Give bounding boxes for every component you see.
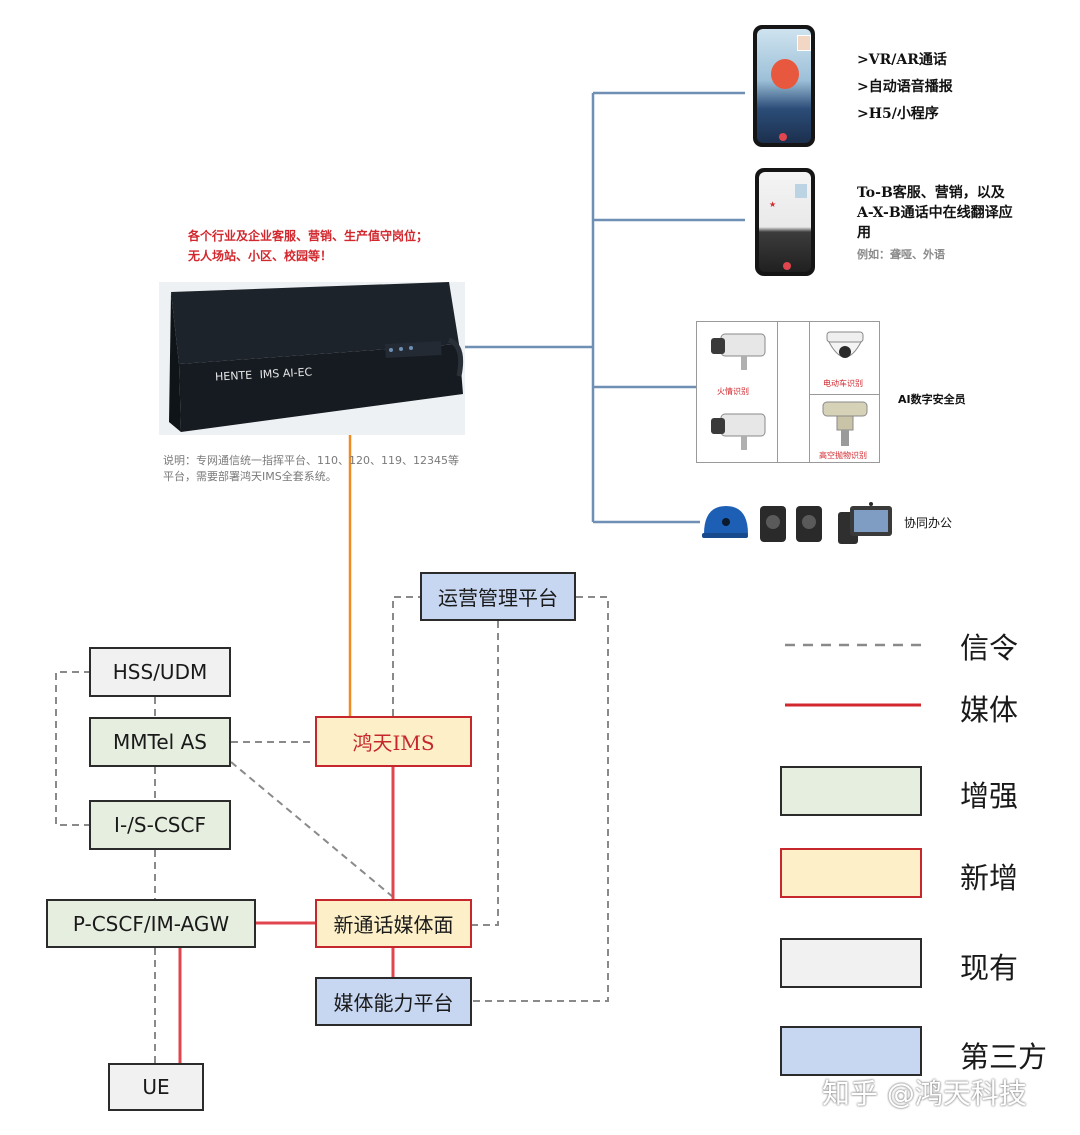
camera-label-high-altitude: 高空抛物识别 [819,451,867,460]
feature-line-3: 用 [857,225,871,241]
camera-grid: 火情识别 电动车识别 高空抛物识别 [696,321,880,463]
intro-text: 各个行业及企业客服、营销、生产值守岗位； 无人场站、小区、校园等！ [188,226,428,266]
phone2-example: 例如：聋哑、外语 [857,248,945,261]
legend-existing-swatch [780,938,922,988]
feature-voice-broadcast: >自动语音播报 [857,79,953,95]
legend-enhanced-label: 增强 [960,779,1019,813]
office-label: 协同办公 [904,516,953,530]
legend-third-party-label: 第三方 [960,1040,1048,1074]
feature-line-2: A-X-B通话中在线翻译应 [857,205,1013,221]
phone2-features: To-B客服、营销，以及 A-X-B通话中在线翻译应 用 [857,183,1013,243]
camera-label-ebike: 电动车识别 [823,379,863,388]
caller-photo-icon [795,184,807,198]
watermark: 知乎 @鸿天科技 [822,1077,1027,1110]
legend-enhanced-swatch [780,766,922,816]
server-image: HENTE IMS AI-EC [159,282,465,435]
node-mmtel-as: MMTel AS [89,717,231,767]
node-hongtian-ims: 鸿天IMS [315,716,472,767]
node-hss-udm: HSS/UDM [89,647,231,697]
ptz-camera-icon [822,401,868,446]
node-ue: UE [108,1063,204,1111]
node-new-call-media-plane: 新通话媒体面 [315,899,472,948]
device-links [463,91,745,524]
node-p-cscf-im-agw: P-CSCF/IM-AGW [46,899,256,948]
camera-section-label: AI数字安全员 [898,393,966,406]
media-lines [178,767,395,1063]
signal-lines [55,596,609,1063]
legend-third-party-swatch [780,1026,922,1076]
caller-thumbnail-icon [797,35,811,51]
note-text: 说明：专网通信统一指挥平台、110、120、119、12345等 平台，需要部署… [163,453,459,485]
legend-new-swatch [780,848,922,898]
intro-line-1: 各个行业及企业客服、营销、生产值守岗位； [188,229,429,243]
node-media-capability-platform: 媒体能力平台 [315,977,472,1026]
bullet-camera-icon [711,333,766,370]
note-line-2: 平台，需要部署鸿天IMS全套系统。 [163,470,337,483]
body-camera-icon [796,506,822,542]
legend-media-label: 媒体 [960,693,1019,727]
feature-vr-ar: >VR/AR通话 [857,52,947,68]
hangup-icon [779,133,787,141]
office-devices [702,502,892,544]
legend-signal-label: 信令 [960,631,1019,665]
phone1-features: >VR/AR通话 >自动语音播报 >H5/小程序 [857,47,953,128]
feature-h5-miniapp: >H5/小程序 [857,106,939,122]
hangup-icon [783,262,791,270]
legend-new-label: 新增 [960,861,1019,895]
server-illustration [169,282,464,432]
cartoon-avatar-icon [771,59,799,89]
phone-video-call [753,25,815,147]
legend-existing-label: 现有 [960,951,1019,985]
intro-line-2: 无人场站、小区、校园等！ [188,249,333,263]
server-brand: HENTE [214,368,253,384]
feature-line-1: To-B客服、营销，以及 [857,185,1005,201]
node-ops-platform: 运营管理平台 [420,572,576,621]
bullet-camera-icon [711,413,766,450]
phone-translation-call: ★ [755,168,815,276]
video-desk-phone-icon [838,502,892,544]
node-i-s-cscf: I-/S-CSCF [89,800,231,850]
dome-camera-icon [826,331,864,358]
camera-label-fire: 火情识别 [717,387,749,396]
helmet-camera-icon [702,506,748,538]
note-line-1: 说明：专网通信统一指挥平台、110、120、119、12345等 [163,454,459,467]
logo-icon: ★ [769,200,777,209]
legend-lines [785,643,921,707]
server-model: IMS AI-EC [259,365,313,382]
body-camera-icon [760,506,786,542]
